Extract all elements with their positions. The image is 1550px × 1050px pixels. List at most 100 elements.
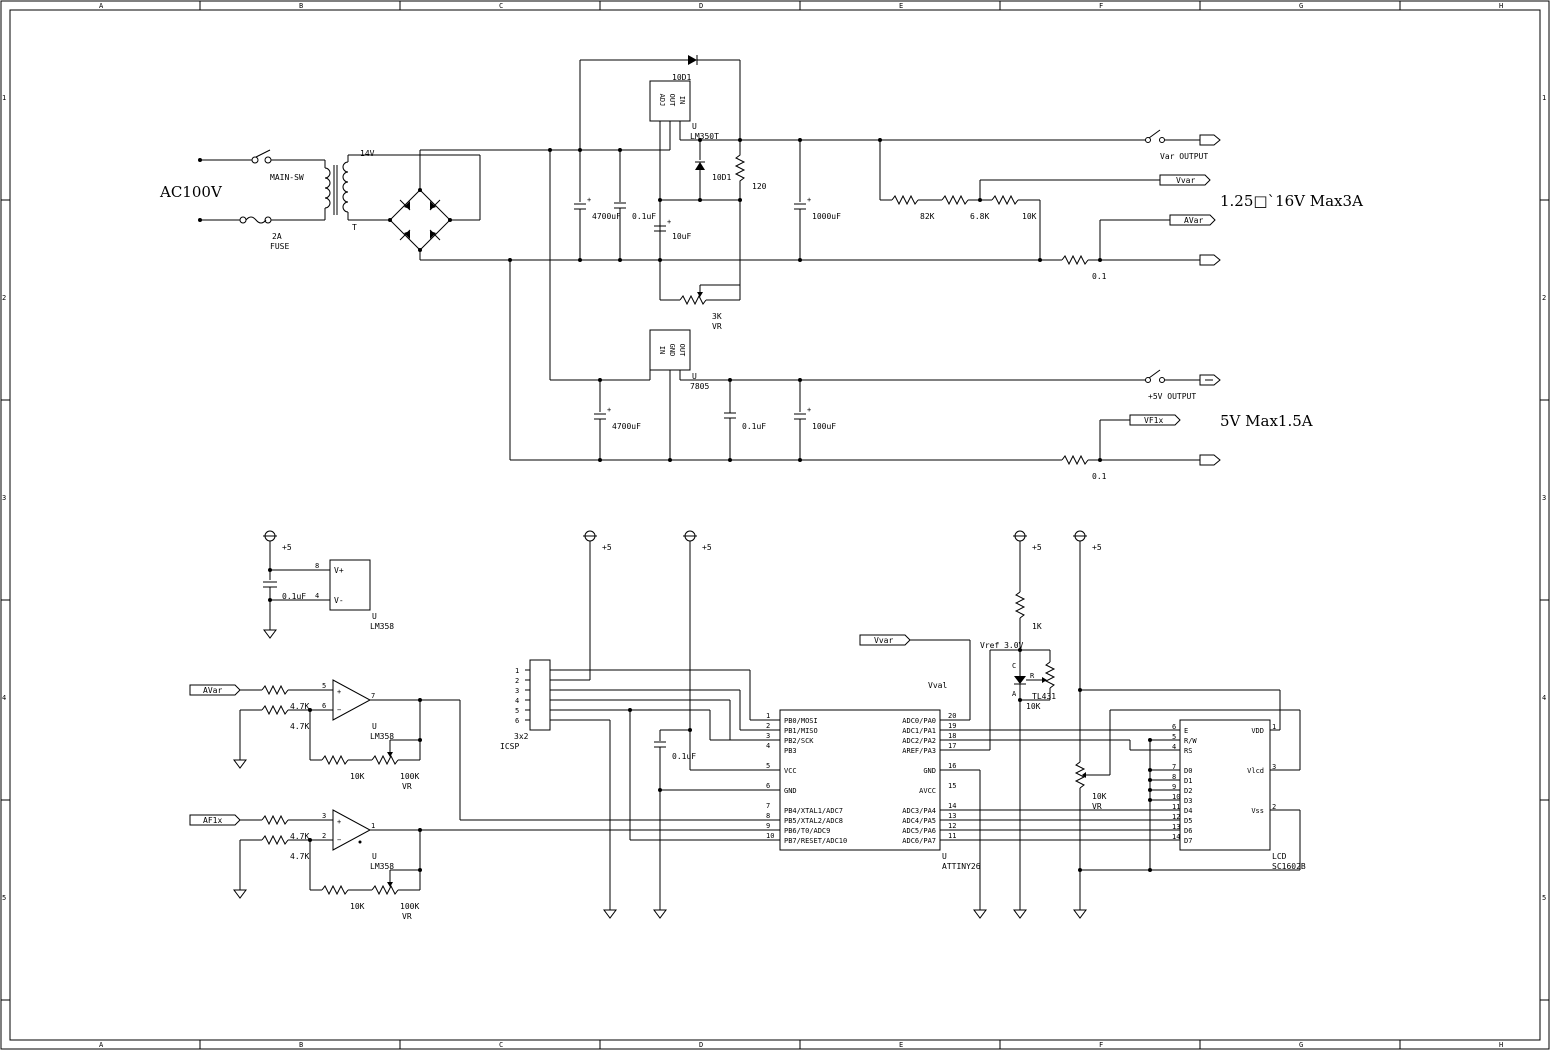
logic-section: +5 +5 +5 +5 +5 0.1uF V+ V- 8 4 U [189, 530, 1306, 921]
avar-net-port [1169, 214, 1216, 226]
row-marker-left: 2 [2, 294, 6, 302]
vcc-symbol-1: +5 [263, 530, 292, 552]
row-marker-right: 3 [1542, 494, 1546, 502]
lcd-pin-number: 4 [1172, 743, 1176, 751]
lcd-pin-name: D2 [1184, 787, 1192, 795]
svg-text:+5: +5 [282, 543, 292, 552]
mcu-pin-name: PB3 [784, 747, 797, 755]
mcu-pin-name: ADC5/PA6 [902, 827, 936, 835]
lcd-pin-name: D6 [1184, 827, 1192, 835]
svg-text:8: 8 [315, 562, 319, 570]
mcu-pin-name: VCC [784, 767, 797, 775]
lcd-pin-name: D0 [1184, 767, 1192, 775]
lcd-pin-number: 2 [1272, 803, 1276, 811]
opamp-2 [332, 809, 372, 851]
svg-text:3: 3 [322, 812, 326, 820]
icsp-pin-number: 6 [515, 717, 519, 725]
mcu-pin-name: PB6/T0/ADC9 [784, 827, 830, 835]
transformer-ref: T [352, 223, 357, 232]
lm358-power-unit [329, 559, 371, 611]
mcu-pin-number: 9 [766, 822, 770, 830]
svg-text:4.7K: 4.7K [290, 722, 309, 731]
mcu-pin-number: 15 [948, 782, 956, 790]
col-marker-top: C [499, 2, 503, 10]
row-marker-right: 1 [1542, 94, 1546, 102]
power-section: AC100V MAIN-SW 2A FUSE 14V T [159, 55, 1363, 481]
cap-100: 100uF [812, 422, 836, 431]
mcu-pin-name: GND [923, 767, 936, 775]
mcu-pin-number: 8 [766, 812, 770, 820]
svg-text:V-: V- [334, 596, 344, 605]
r-120: 120 [752, 182, 767, 191]
svg-text:+: + [337, 818, 341, 826]
bridge-rectifier [388, 150, 481, 260]
mcu-pin-name: ADC2/PA2 [902, 737, 936, 745]
fixed-spec: 5V Max1.5A [1220, 412, 1313, 430]
svg-text:R: R [1030, 672, 1035, 680]
vf1x-net-label: VF1x [1144, 416, 1163, 425]
svg-text:2: 2 [322, 832, 326, 840]
r-shunt-2: 0.1 [1092, 472, 1107, 481]
fuse-rating: 2A [272, 232, 282, 241]
icsp-pin-number: 2 [515, 677, 519, 685]
cap-1000: 1000uF [812, 212, 841, 221]
svg-text:4.7K: 4.7K [290, 832, 309, 841]
mcu-pin-name: AREF/PA3 [902, 747, 936, 755]
svg-text:10K: 10K [350, 772, 365, 781]
col-marker-top: H [1499, 2, 1503, 10]
svg-text:+5: +5 [1032, 543, 1042, 552]
vcc-symbol-5: +5 [1073, 530, 1102, 552]
opamp-1 [332, 679, 372, 721]
col-marker-top: E [899, 2, 903, 10]
svg-text:4.7K: 4.7K [290, 852, 309, 861]
svg-text:10K: 10K [350, 902, 365, 911]
lcd-pin-name: VDD [1251, 727, 1264, 735]
inner-frame [9, 9, 1541, 1041]
lm350-pin-out: OUT [668, 94, 676, 107]
main-switch-label: MAIN-SW [270, 173, 304, 182]
7805-ref: U [692, 372, 697, 381]
col-marker-bottom: G [1299, 1041, 1303, 1049]
7805-pin-out: OUT [678, 344, 686, 357]
mcu-pin-number: 2 [766, 722, 770, 730]
cap-10: 10uF [672, 232, 691, 241]
r-1k: 1K [1032, 622, 1042, 631]
lcd-pin-number: 14 [1172, 833, 1180, 841]
svg-text:U: U [372, 852, 377, 861]
lm350-ref: U [692, 122, 697, 131]
vvar-mcu-label: Vvar [874, 636, 893, 645]
icsp-name: ICSP [500, 742, 519, 751]
var-gnd-port [1199, 254, 1221, 266]
mcu-pin-number: 16 [948, 762, 956, 770]
vcc-symbol-3: +5 [683, 530, 712, 552]
lcd-part: SC1602B [1272, 862, 1306, 871]
mcu-pin-number: 17 [948, 742, 956, 750]
var-output-port [1199, 134, 1221, 146]
col-marker-bottom: F [1099, 1041, 1103, 1049]
svg-text:100K: 100K [400, 902, 419, 911]
lcd-pin-number: 12 [1172, 813, 1180, 821]
col-marker-bottom: D [699, 1041, 703, 1049]
col-marker-top: F [1099, 2, 1103, 10]
svg-text:+: + [807, 406, 811, 414]
mcu-pin-number: 7 [766, 802, 770, 810]
5v-gnd-port [1199, 454, 1221, 466]
cap-4700-2: 4700uF [612, 422, 641, 431]
cap-4700-1: 4700uF [592, 212, 621, 221]
mcu-pin-number: 6 [766, 782, 770, 790]
lcd-pin-number: 1 [1272, 723, 1276, 731]
mcu-pin-name: PB0/MOSI [784, 717, 818, 725]
7805-part: 7805 [690, 382, 709, 391]
vcc-symbol-4: +5 [1013, 530, 1042, 552]
vvar-net-label: Vvar [1176, 176, 1195, 185]
col-marker-bottom: A [99, 1041, 104, 1049]
mcu-pin-name: ADC4/PA5 [902, 817, 936, 825]
lcd-pin-name: D7 [1184, 837, 1192, 845]
row-marker-right: 5 [1542, 894, 1546, 902]
mcu-pin-number: 3 [766, 732, 770, 740]
5v-output-port [1199, 374, 1221, 386]
mcu-pin-name: AVCC [919, 787, 936, 795]
mcu-pin-number: 12 [948, 822, 956, 830]
